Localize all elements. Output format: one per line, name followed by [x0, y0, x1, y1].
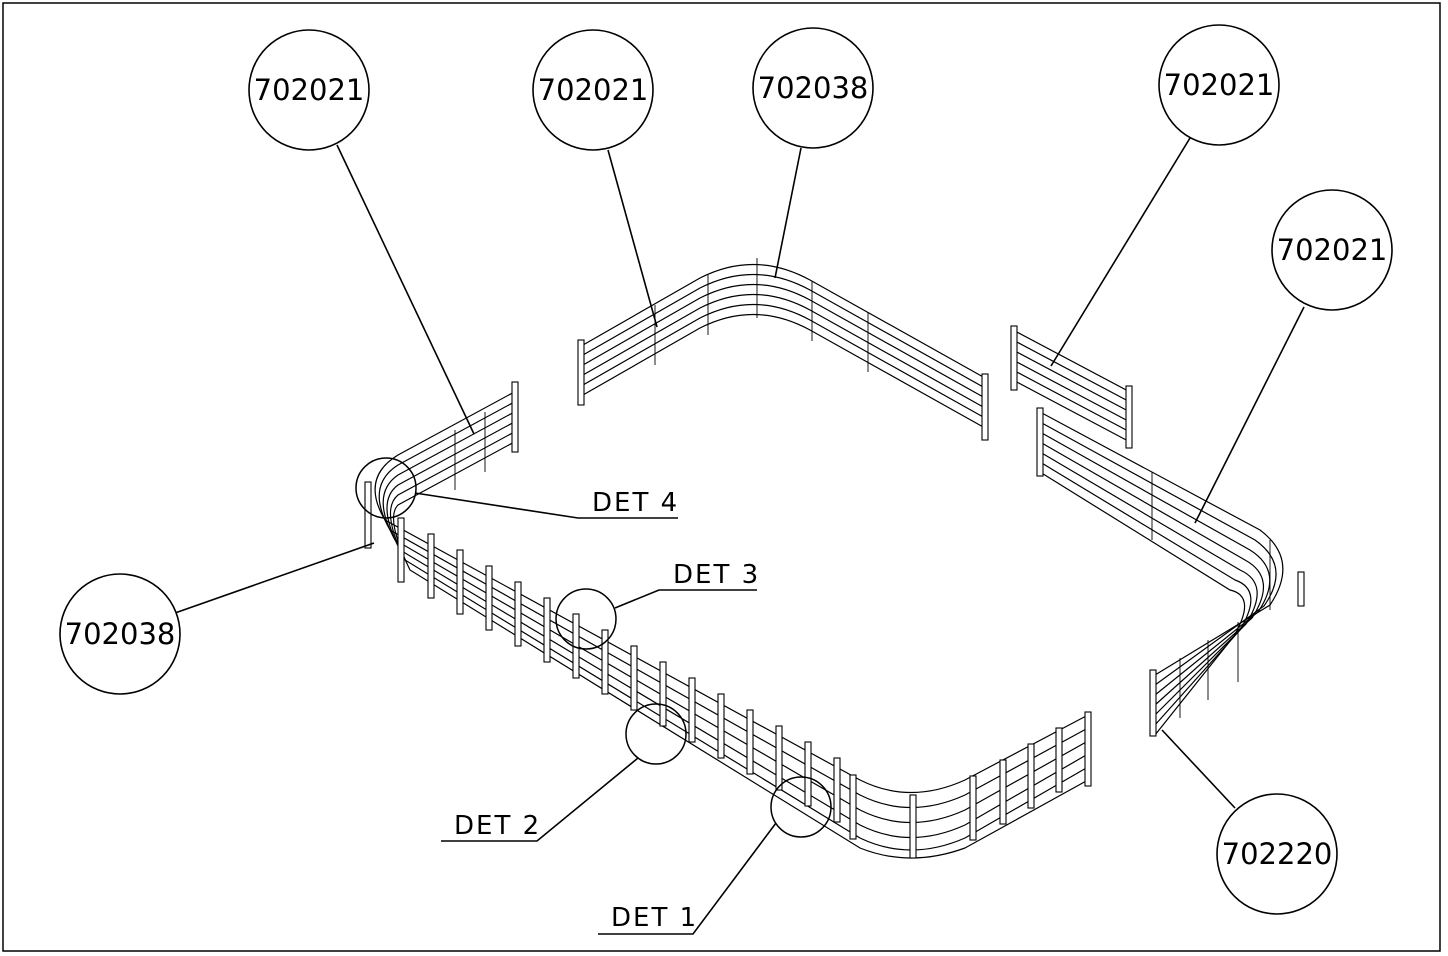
callout-top-right-leader	[1050, 137, 1191, 367]
callout-right-leader	[1194, 306, 1305, 524]
callout-top-left: 702021	[532, 29, 654, 151]
callout-top-left-number: 702021	[538, 73, 649, 107]
detail-3: DET 3	[614, 560, 760, 609]
fence-segment-right	[1036, 407, 1305, 737]
det-3-leader	[614, 589, 757, 609]
callout-top-mid: 702038	[752, 27, 874, 149]
det-3-label: DET 3	[673, 560, 760, 590]
callout-tl: 702021	[248, 29, 370, 151]
det-2-leader	[441, 757, 639, 842]
det-4-leader	[414, 492, 678, 519]
detail-1: DET 1	[598, 822, 777, 935]
callout-bottom-right-leader	[1161, 729, 1236, 809]
callout-top-right: 702021	[1158, 24, 1280, 146]
callout-tl-leader	[336, 144, 475, 435]
callout-top-left-leader	[607, 149, 658, 328]
det-1-circle	[770, 776, 832, 838]
callout-top-right-number: 702021	[1164, 68, 1275, 102]
fence-assembly	[364, 258, 1305, 859]
det-2-label: DET 2	[454, 811, 541, 841]
callout-right-number: 702021	[1277, 233, 1388, 267]
callout-bottom-right-number: 702220	[1222, 837, 1333, 871]
det-1-leader	[598, 822, 777, 935]
detail-2: DET 2	[441, 757, 639, 842]
det-4-label: DET 4	[592, 488, 679, 518]
callout-left-number: 702038	[65, 617, 176, 651]
fence-segment-front	[364, 381, 1092, 859]
callout-right: 702021	[1271, 189, 1393, 311]
fence-segment-top	[577, 258, 989, 441]
callout-bottom-right: 702220	[1216, 793, 1338, 915]
det-1-label: DET 1	[611, 903, 698, 933]
callout-top-mid-leader	[774, 147, 802, 279]
callout-top-mid-number: 702038	[758, 71, 869, 105]
det-4-circle	[355, 457, 417, 519]
callout-left: 702038	[59, 573, 181, 695]
fence-segment-upper-right	[1010, 325, 1133, 449]
callout-left-leader	[174, 542, 375, 614]
callout-tl-number: 702021	[254, 73, 365, 107]
detail-4: DET 4	[414, 488, 679, 519]
det-2-circle	[625, 703, 687, 765]
det-3-circle	[555, 588, 617, 650]
